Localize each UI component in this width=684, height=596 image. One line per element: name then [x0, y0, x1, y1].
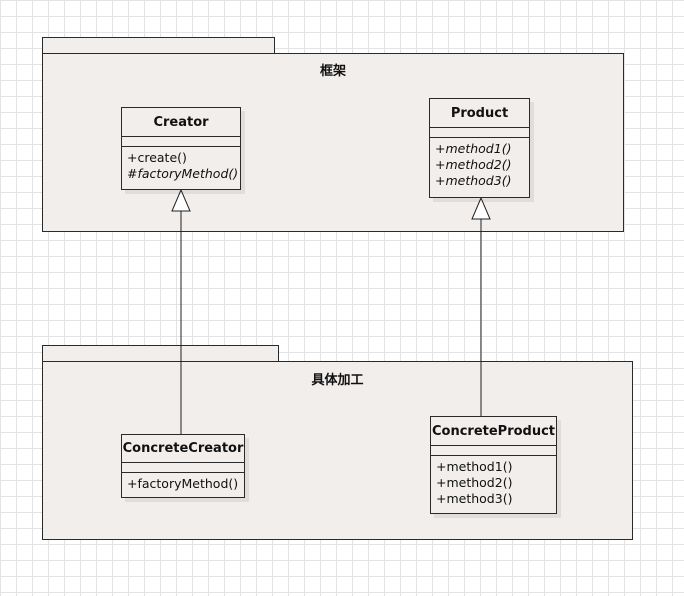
class-product-name: Product — [430, 99, 529, 128]
operation-create: +create() — [127, 150, 187, 165]
operation-method1: +method1() — [435, 141, 512, 156]
class-product[interactable]: Product +method1() +method2() +method3() — [429, 98, 530, 198]
operation-method1: +method1() — [436, 459, 513, 474]
class-creator-operations: +create() #factoryMethod() — [122, 147, 240, 182]
class-concrete-creator[interactable]: ConcreteCreator +factoryMethod() — [121, 434, 245, 498]
class-product-operations: +method1() +method2() +method3() — [430, 138, 529, 189]
package-title-concrete: 具体加工 — [311, 373, 364, 388]
class-concrete-creator-attributes — [122, 463, 244, 473]
class-concrete-creator-name: ConcreteCreator — [122, 435, 244, 463]
class-concrete-product-attributes — [431, 446, 556, 456]
operation-method3: +method3() — [436, 491, 513, 506]
operation-method3: +method3() — [435, 173, 512, 188]
operation-method2: +method2() — [436, 475, 513, 490]
class-creator-name: Creator — [122, 108, 240, 137]
class-concrete-product-name: ConcreteProduct — [431, 417, 556, 446]
class-concrete-product-operations: +method1() +method2() +method3() — [431, 456, 556, 507]
class-product-attributes — [430, 128, 529, 138]
operation-method2: +method2() — [435, 157, 512, 172]
package-title-framework: 框架 — [319, 64, 346, 79]
operation-factory-method: #factoryMethod() — [127, 166, 239, 181]
class-creator-attributes — [122, 137, 240, 147]
operation-factory-method: +factoryMethod() — [127, 476, 239, 491]
class-creator[interactable]: Creator +create() #factoryMethod() — [121, 107, 241, 190]
inheritance-arrow-product — [471, 196, 491, 220]
class-concrete-creator-operations: +factoryMethod() — [122, 473, 244, 492]
inheritance-arrow-creator — [171, 188, 191, 212]
class-concrete-product[interactable]: ConcreteProduct +method1() +method2() +m… — [430, 416, 557, 514]
